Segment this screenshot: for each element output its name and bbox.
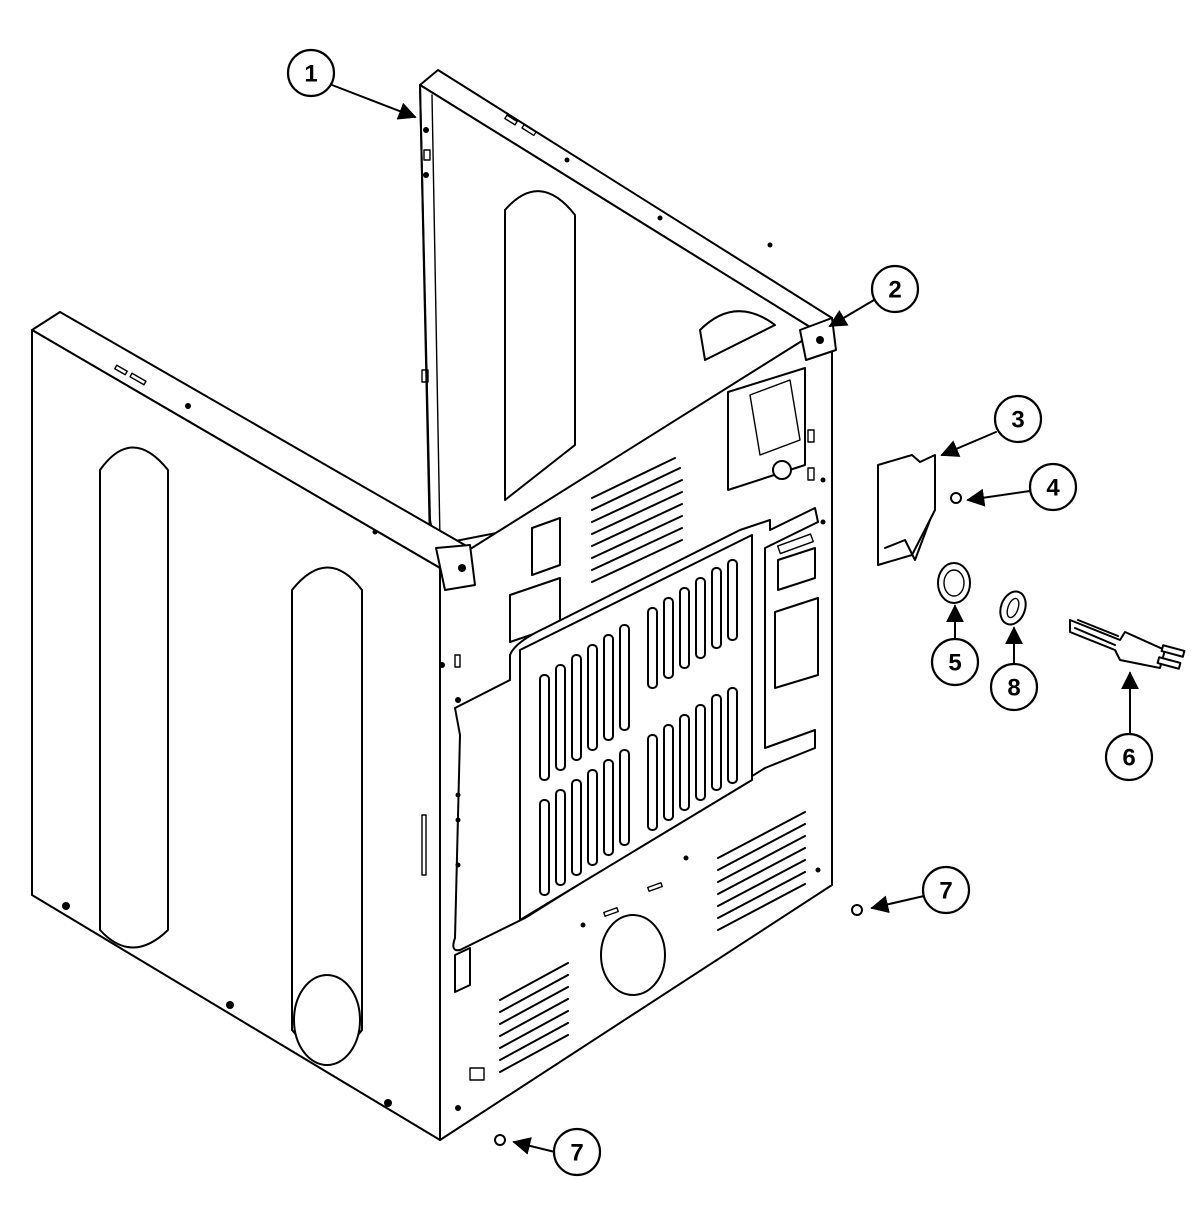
callout-1-label: 1 [304,61,317,88]
callout-4-label: 4 [1046,475,1060,502]
callout-7-right-label: 7 [939,878,952,905]
callout-2-label: 2 [888,277,901,304]
lower-left-louvers [499,962,569,1073]
callout-7-right: 7 [921,865,971,915]
screw-part-4 [950,492,962,504]
vertical-louvers-upper [539,559,738,781]
back-panel [421,317,837,1141]
callout-1: 1 [286,48,336,98]
screw-part-7-bottom [494,1134,506,1146]
vertical-louvers-lower [539,687,738,896]
callout-7-bottom-label: 7 [570,1140,583,1167]
power-cord [1069,619,1186,670]
strain-relief-ring [937,562,971,604]
leader-lines [331,84,1139,1155]
screw-part-7-right [851,904,863,916]
side-panel [31,311,471,1141]
callout-3-label: 3 [1011,407,1024,434]
callout-8: 8 [989,662,1039,712]
callout-2: 2 [870,264,920,314]
callout-5: 5 [930,637,980,687]
callout-3: 3 [993,394,1043,444]
grommet [999,590,1027,626]
callout-7-bottom: 7 [552,1127,602,1177]
terminal-block-bracket [877,454,936,566]
corner-bracket-left [435,544,476,591]
callout-5-label: 5 [948,650,961,677]
lower-right-louvers [717,811,806,931]
callout-6-label: 6 [1122,745,1135,772]
upper-louvers [591,457,683,583]
callout-8-label: 8 [1007,675,1020,702]
callout-4: 4 [1028,462,1078,512]
callout-6: 6 [1104,732,1154,782]
